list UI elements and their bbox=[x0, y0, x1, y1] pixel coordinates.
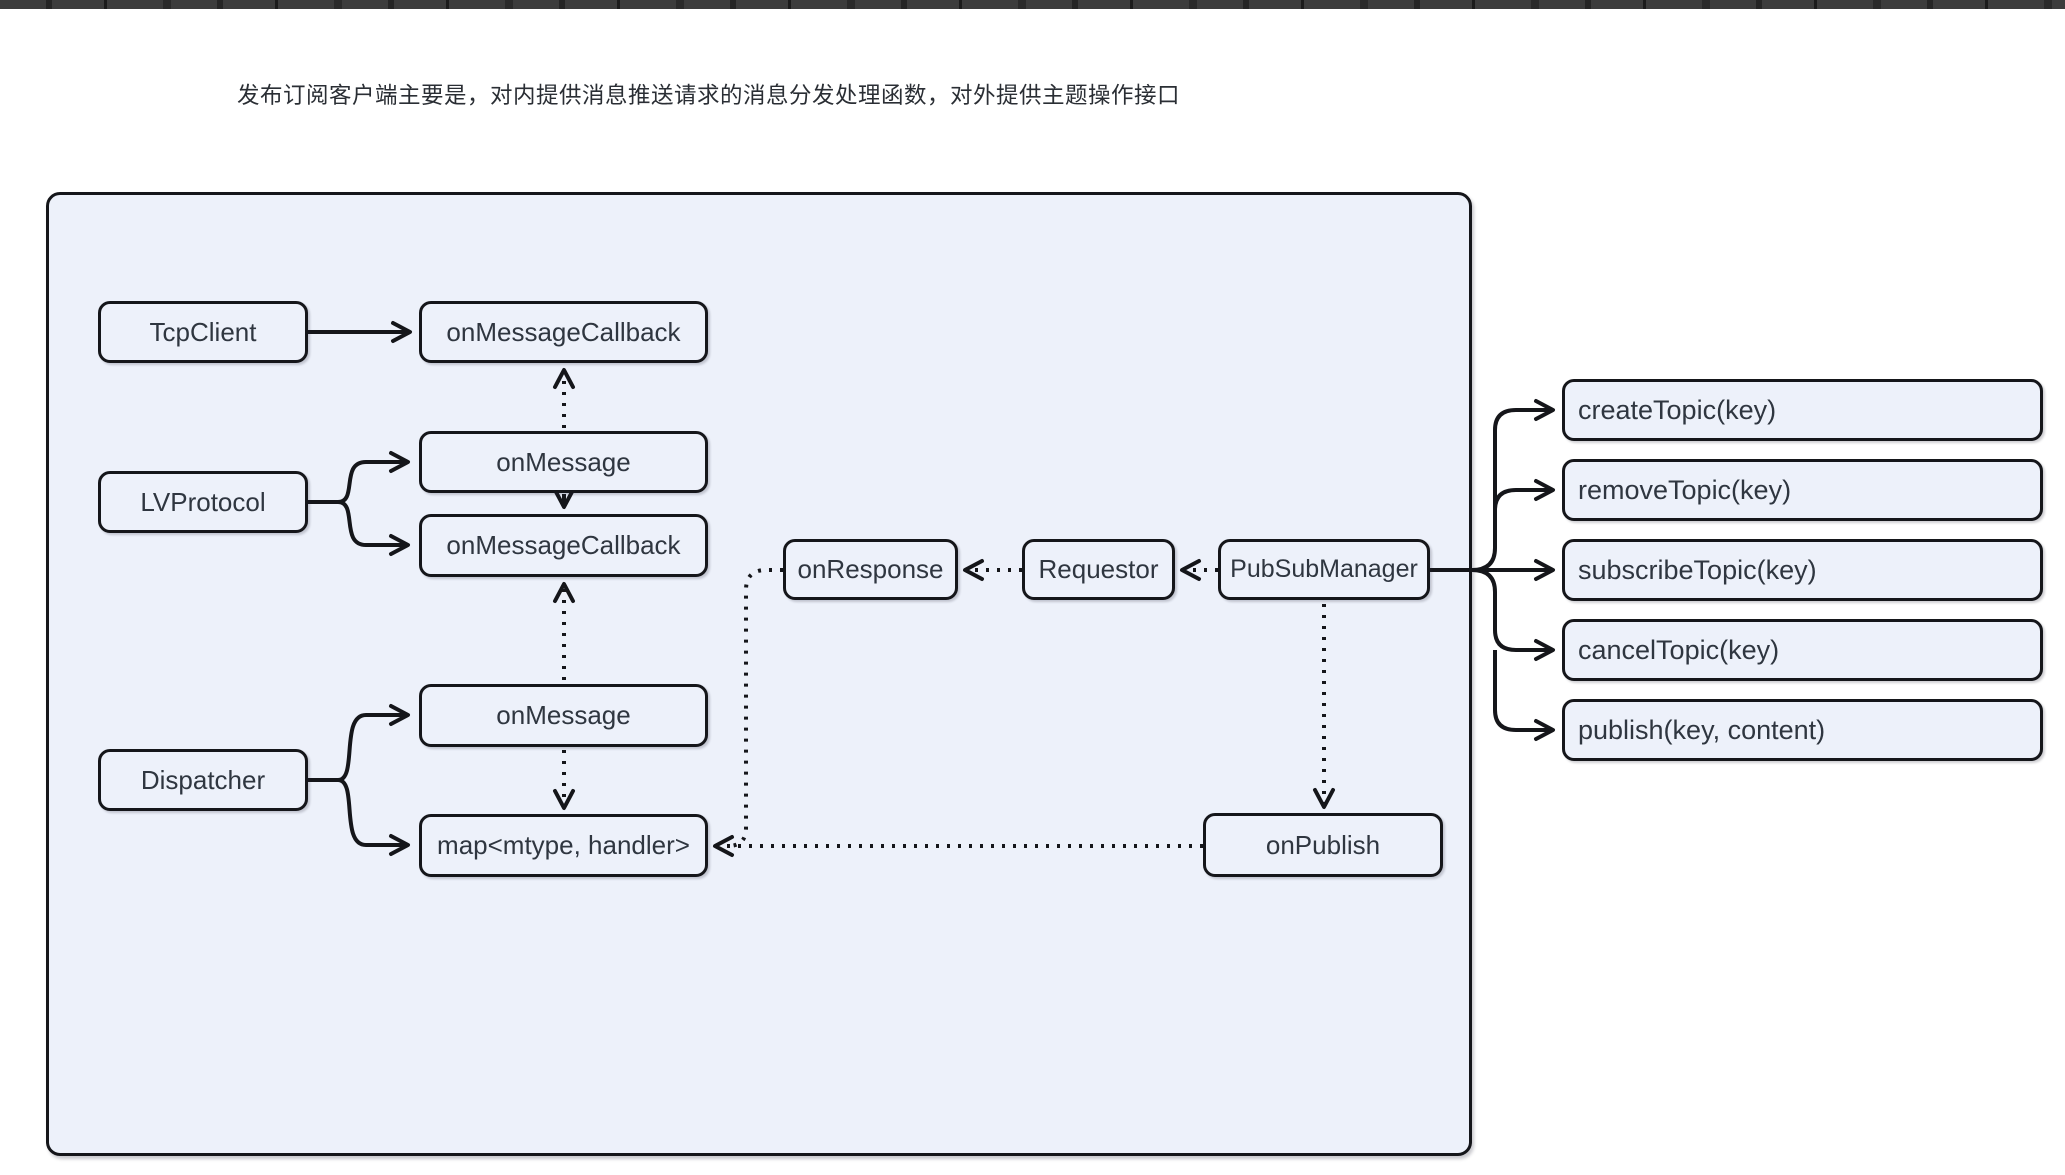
node-publish: publish(key, content) bbox=[1562, 699, 2043, 761]
node-pubsubmanager: PubSubManager bbox=[1218, 539, 1430, 600]
edge-pubsub-to-publish bbox=[1493, 650, 1555, 741]
node-dispatcher: Dispatcher bbox=[98, 749, 308, 811]
edge-pubsub-to-createtopic bbox=[1471, 399, 1555, 572]
node-map-mtype-handler: map<mtype, handler> bbox=[419, 814, 708, 877]
node-onpublish: onPublish bbox=[1203, 813, 1443, 877]
node-requestor: Requestor bbox=[1022, 539, 1175, 600]
node-tcpclient: TcpClient bbox=[98, 301, 308, 363]
node-subscribetopic: subscribeTopic(key) bbox=[1562, 539, 2043, 601]
node-onmessagecallback-middle: onMessageCallback bbox=[419, 514, 708, 577]
node-onmessage-upper: onMessage bbox=[419, 431, 708, 493]
node-canceltopic: cancelTopic(key) bbox=[1562, 619, 2043, 681]
node-createtopic: createTopic(key) bbox=[1562, 379, 2043, 441]
node-lvprotocol: LVProtocol bbox=[98, 471, 308, 533]
browser-chrome-strip bbox=[0, 0, 2065, 9]
node-onmessage-lower: onMessage bbox=[419, 684, 708, 747]
node-removetopic: removeTopic(key) bbox=[1562, 459, 2043, 521]
node-onresponse: onResponse bbox=[783, 539, 958, 600]
edge-pubsub-to-canceltopic bbox=[1471, 568, 1555, 661]
node-onmessagecallback-top: onMessageCallback bbox=[419, 301, 708, 363]
edge-pubsub-to-removetopic bbox=[1493, 479, 1555, 540]
diagram-caption: 发布订阅客户端主要是，对内提供消息推送请求的消息分发处理函数，对外提供主题操作接… bbox=[237, 83, 1181, 108]
